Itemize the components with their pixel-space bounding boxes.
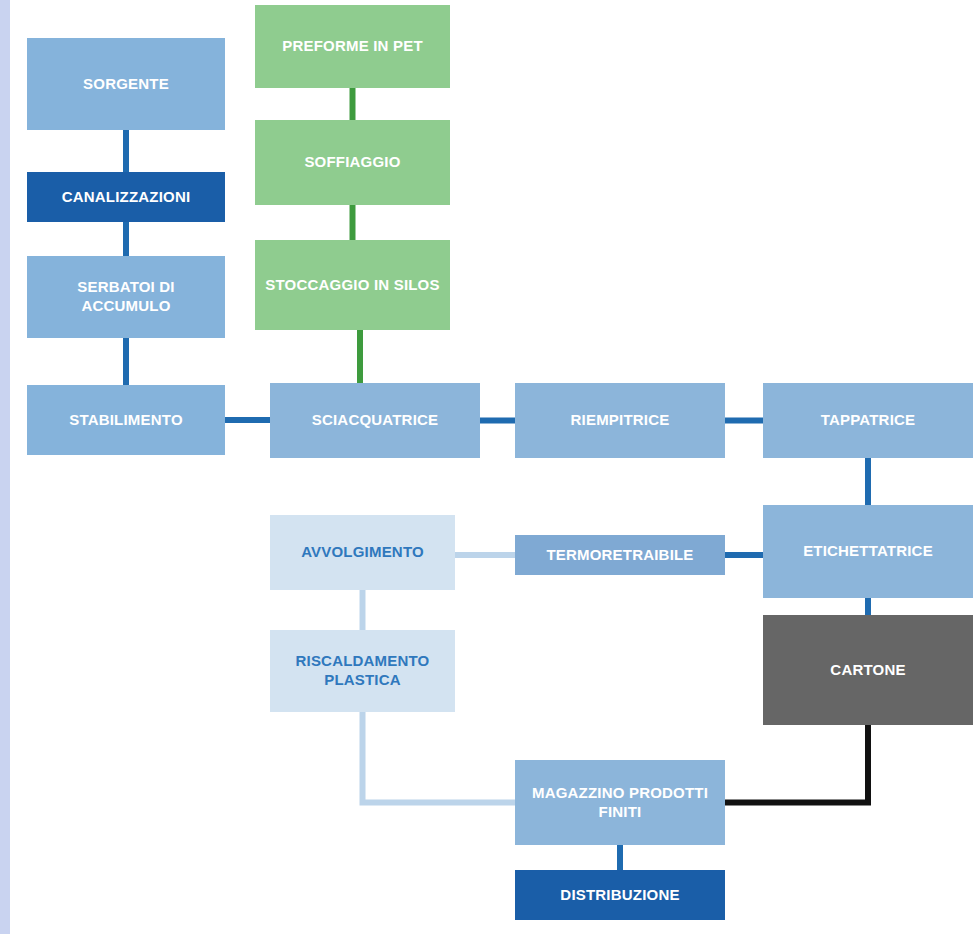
node-label: STABILIMENTO (69, 411, 183, 430)
flow-connector (725, 725, 868, 803)
process-box: CANALIZZAZIONI (27, 172, 225, 222)
process-box: SERBATOI DI ACCUMULO (27, 256, 225, 338)
machine-box: ETICHETTATRICE (763, 505, 973, 598)
process-box: DISTRIBUZIONE (515, 870, 725, 920)
node-label: PREFORME IN PET (282, 37, 423, 56)
flow-connector (617, 845, 623, 870)
process-box: TERMORETRAIBILE (515, 535, 725, 575)
process-box: AVVOLGIMENTO (270, 515, 455, 590)
flow-connector (363, 712, 516, 803)
node-label: AVVOLGIMENTO (301, 543, 424, 562)
flow-connector (357, 330, 363, 383)
flow-connector (725, 552, 763, 558)
flow-connector (865, 598, 871, 615)
node-label: SOFFIAGGIO (304, 153, 400, 172)
process-box: SORGENTE (27, 38, 225, 130)
node-label: RISCALDAMENTO PLASTICA (280, 652, 445, 690)
node-label: CARTONE (830, 661, 905, 680)
flow-connector (480, 418, 515, 424)
process-box: RISCALDAMENTO PLASTICA (270, 630, 455, 712)
node-label: TERMORETRAIBILE (546, 546, 693, 565)
node-label: STOCCAGGIO IN SILOS (265, 276, 439, 295)
machine-box: TAPPATRICE (763, 383, 973, 458)
node-label: CANALIZZAZIONI (62, 188, 191, 207)
node-label: TAPPATRICE (821, 411, 916, 430)
node-label: SERBATOI DI ACCUMULO (37, 278, 215, 316)
flow-connector (725, 418, 763, 424)
node-label: MAGAZZINO PRODOTTI FINITI (525, 784, 715, 822)
process-box: SOFFIAGGIO (255, 120, 450, 205)
node-label: SORGENTE (83, 75, 169, 94)
flow-connector (225, 417, 270, 423)
machine-box: SCIACQUATRICE (270, 383, 480, 458)
process-box: STOCCAGGIO IN SILOS (255, 240, 450, 330)
node-label: RIEMPITRICE (571, 411, 670, 430)
machine-box: MAGAZZINO PRODOTTI FINITI (515, 760, 725, 845)
node-label: DISTRIBUZIONE (560, 886, 679, 905)
flow-connector (865, 458, 871, 505)
node-label: SCIACQUATRICE (312, 411, 439, 430)
flow-connector (455, 552, 515, 558)
machine-box: RIEMPITRICE (515, 383, 725, 458)
flow-connector (350, 88, 356, 120)
flow-connector (350, 205, 356, 240)
flow-connector (123, 222, 129, 256)
side-band (0, 0, 10, 934)
process-box: CARTONE (763, 615, 973, 725)
flow-connector (123, 338, 129, 385)
flow-connector (360, 590, 366, 630)
process-box: STABILIMENTO (27, 385, 225, 455)
node-label: ETICHETTATRICE (803, 542, 933, 561)
flow-connector (123, 130, 129, 172)
process-box: PREFORME IN PET (255, 5, 450, 88)
